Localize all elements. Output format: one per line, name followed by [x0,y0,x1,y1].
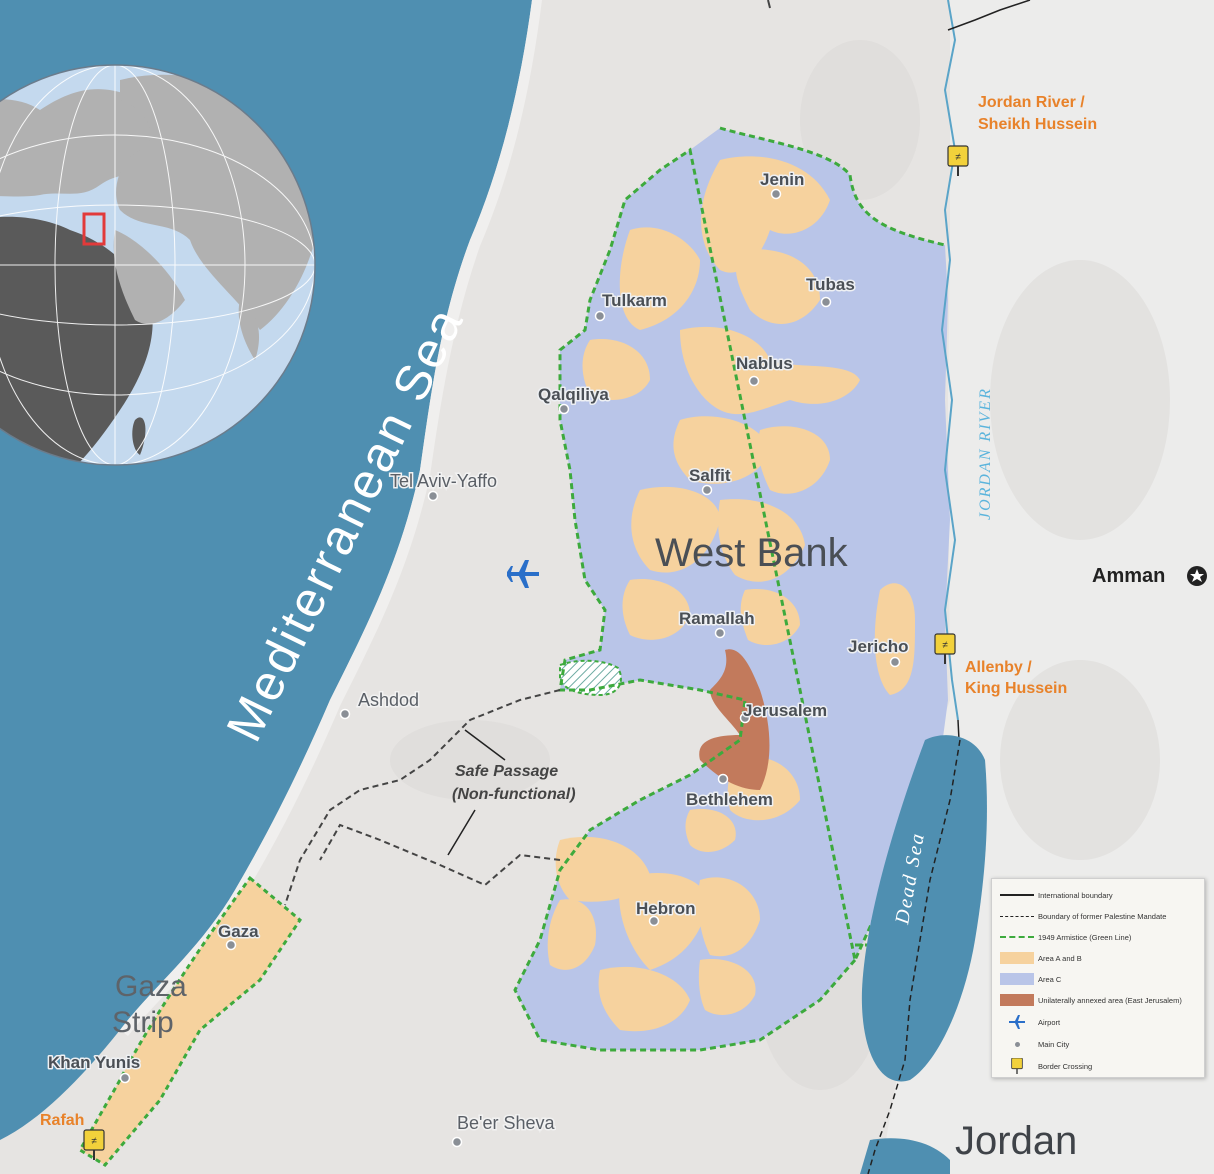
legend-item-area-ab: Area A and B [992,948,1204,968]
legend-symbol [998,1058,1036,1074]
crossing-allenby-2: King Hussein [965,680,1067,697]
legend-label: Border Crossing [1038,1061,1093,1071]
safe-passage-arrow-up [464,729,506,761]
gaza-strip-label-1: Gaza [115,970,187,1003]
airplane-icon [507,560,539,588]
city-khan-yunis: Khan Yunis [48,1053,140,1072]
west-bank-label: West Bank [655,531,849,575]
legend-item-area-c: Area C [992,969,1204,989]
area-a-b [547,156,915,1032]
crossing-sheikh-hussein-2: Sheikh Hussein [978,116,1097,133]
globe-europe [0,89,183,200]
legend-label: Unilaterally annexed area (East Jerusale… [1038,995,1182,1005]
gaza-strip-label-2: Strip [112,1006,174,1039]
border-crossing-icon: ≠ [947,145,969,176]
dead-sea-boundary [867,739,961,1174]
city-gaza: Gaza [218,922,259,941]
city-tubas: Tubas [806,275,855,294]
city-tulkarm: Tulkarm [602,291,667,310]
city-ramallah: Ramallah [679,609,755,628]
legend-label: 1949 Armistice (Green Line) [1038,932,1132,942]
legend-symbol [998,909,1036,923]
city-bethlehem: Bethlehem [686,790,773,809]
mandate-boundary [767,0,771,9]
legend-item-green-line: 1949 Armistice (Green Line) [992,927,1204,947]
city-dot-icon [119,188,901,1148]
legend-item-annexed: Unilaterally annexed area (East Jerusale… [992,990,1204,1010]
legend-symbol [998,972,1036,986]
legend-symbol [998,993,1036,1007]
legend-label: Area A and B [1038,953,1082,963]
crossing-allenby-1: Allenby / [965,659,1032,676]
legend-symbol [998,888,1036,902]
globe-arabia [113,230,185,324]
locator-box [82,212,106,246]
border-crossing-icon [1011,1058,1023,1074]
globe-india [238,300,260,360]
city-tel-aviv: Tel Aviv-Yaffo [390,471,497,491]
dead-sea-water [861,735,987,1082]
airplane-icon [1009,1015,1025,1029]
globe-madagascar [132,417,146,455]
legend-label: Boundary of former Palestine Mandate [1038,911,1167,921]
globe-africa [0,216,153,465]
legend-label: Airport [1038,1017,1061,1027]
legend-label: International boundary [1038,890,1113,900]
border-crossing-icon: ≠ [934,633,956,664]
city-ashdod: Ashdod [358,690,419,710]
city-qalqiliya: Qalqiliya [538,385,609,404]
svg-text:≠: ≠ [955,152,961,163]
city-jerusalem: Jerusalem [743,701,827,720]
crossing-rafah: Rafah [40,1112,84,1129]
map-legend: International boundary Boundary of forme… [991,878,1205,1078]
legend-item-airport: Airport [992,1012,1204,1032]
city-dot-icon [1014,1041,1020,1047]
safe-passage-label-2: (Non-functional) [452,786,576,803]
gaza-strip-area [77,875,302,1167]
jordan-river-label: JORDAN RIVER [977,387,994,520]
svg-text:≠: ≠ [942,640,948,651]
legend-item-border-crossing: Border Crossing [992,1056,1204,1076]
amman-label: Amman [1092,565,1165,587]
legend-symbol [998,951,1036,965]
city-nablus: Nablus [736,354,793,373]
legend-symbol [998,1037,1036,1051]
jordan-label: Jordan [955,1119,1077,1163]
legend-symbol [998,930,1036,944]
city-jenin: Jenin [760,170,804,189]
safe-passage-lines [284,689,561,906]
star-icon [1187,566,1207,586]
safe-passage-label-1: Safe Passage [455,763,558,780]
safe-passage-arrow-down [447,809,476,856]
legend-item-international-boundary: International boundary [992,885,1204,905]
legend-label: Area C [1038,974,1062,984]
legend-label: Main City [1038,1039,1070,1049]
legend-item-main-city: Main City [992,1034,1204,1054]
border-crossing-icon: ≠ [83,1129,105,1160]
city-jericho: Jericho [848,637,908,656]
globe-inset [0,64,316,466]
city-hebron: Hebron [636,899,696,918]
legend-item-mandate-boundary: Boundary of former Palestine Mandate [992,906,1204,926]
crossing-sheikh-hussein-1: Jordan River / [978,94,1085,111]
city-salfit: Salfit [689,466,731,485]
legend-symbol [998,1015,1036,1029]
svg-text:≠: ≠ [91,1136,97,1147]
dead-sea-south [860,1138,950,1174]
east-jerusalem-annexed [699,649,770,790]
jordan-river-line [940,0,959,721]
no-mans-land [559,659,622,697]
city-beer-sheva: Be'er Sheva [457,1113,555,1133]
